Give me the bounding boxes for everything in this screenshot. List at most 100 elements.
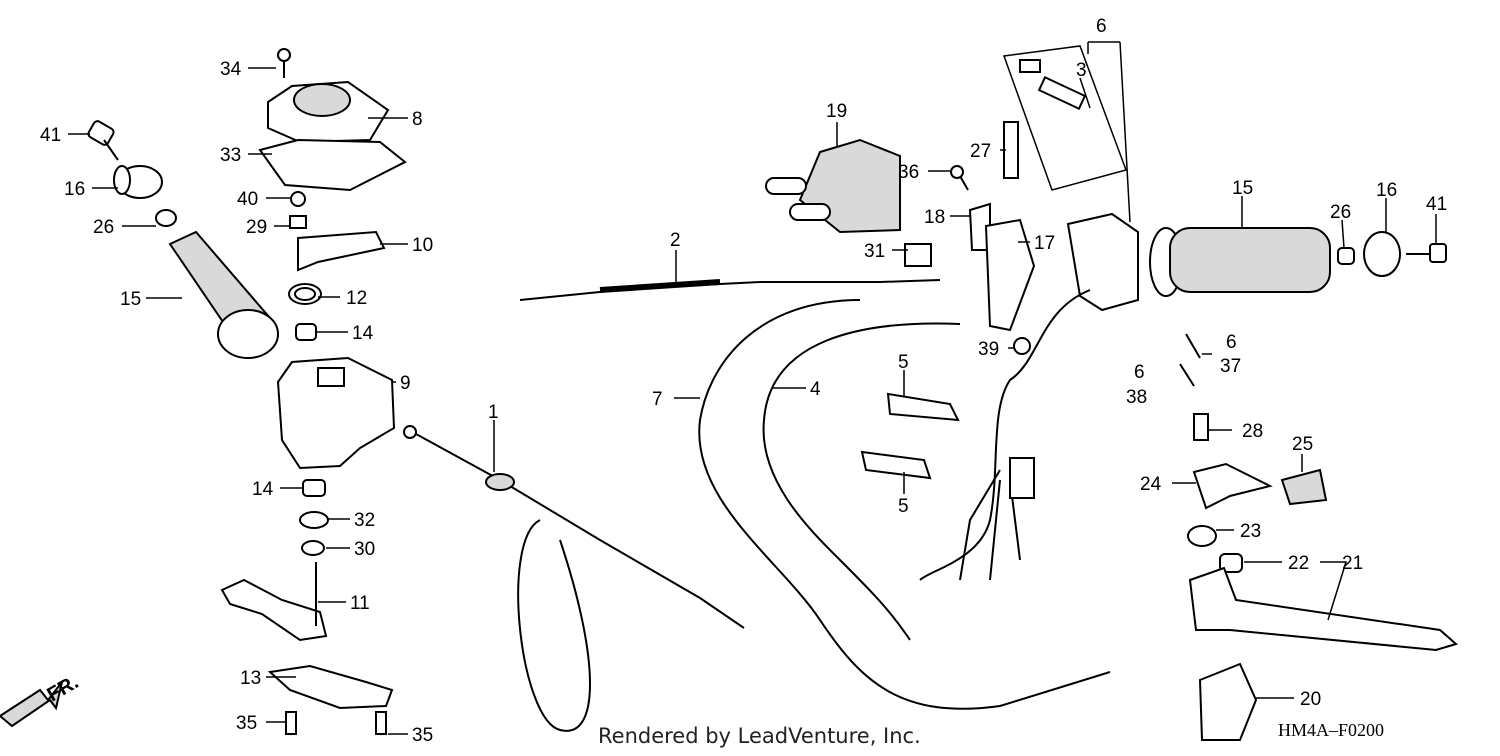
callout-15-left: 15	[120, 289, 141, 310]
callout-41-left: 41	[40, 125, 61, 146]
clip-29	[289, 215, 307, 229]
callout-35a: 35	[236, 713, 257, 734]
thumb-lever-11	[220, 562, 328, 642]
callout-14b: 14	[252, 479, 274, 500]
callout-5b: 5	[898, 496, 909, 517]
cap-25	[1280, 468, 1328, 506]
callout-37: 37	[1220, 356, 1241, 377]
bracket-24	[1192, 462, 1273, 510]
callout-8: 8	[412, 109, 423, 130]
callout-34: 34	[220, 59, 242, 80]
bolt-41-left	[87, 120, 119, 161]
washer-30	[301, 540, 325, 556]
callout-6a: 6	[1096, 16, 1107, 37]
gasket-33	[258, 138, 407, 192]
callout-10: 10	[412, 235, 433, 256]
collar-14b	[302, 479, 326, 497]
bracket-17	[984, 218, 1036, 332]
callout-5a: 5	[898, 352, 909, 373]
clip-31	[904, 243, 932, 267]
switch-housing-6	[1066, 212, 1139, 312]
callout-28: 28	[1242, 421, 1263, 442]
callout-21: 21	[1342, 553, 1363, 574]
bolt-41-right	[1406, 243, 1447, 263]
callout-3: 3	[1076, 60, 1087, 81]
fr-arrow-icon	[0, 681, 63, 728]
brake-lever-21	[1188, 566, 1459, 652]
callout-1: 1	[488, 402, 499, 423]
callout-16-right: 16	[1376, 180, 1397, 201]
callout-11: 11	[350, 593, 370, 614]
spring-12	[288, 283, 322, 305]
spring-23	[1187, 525, 1217, 547]
callout-39: 39	[978, 339, 999, 360]
cable-7	[698, 299, 1111, 710]
screw-38	[1179, 363, 1195, 387]
callouts: 34 8 41 33 16 40 26 29 10 15 12 14 9 1 1…	[40, 16, 1447, 746]
clamp-13	[267, 664, 394, 710]
nut-40	[290, 191, 306, 207]
grip-end-16-left	[113, 165, 163, 199]
callout-27: 27	[970, 141, 991, 162]
callout-12: 12	[346, 288, 367, 309]
callout-26-left: 26	[93, 217, 114, 238]
callout-38: 38	[1126, 387, 1147, 408]
callout-33: 33	[220, 145, 241, 166]
band-5b	[860, 450, 932, 480]
callout-13: 13	[240, 668, 261, 689]
callout-41-right: 41	[1426, 194, 1447, 215]
callout-26-right: 26	[1330, 202, 1351, 223]
housing-9	[276, 356, 417, 470]
switch-cover-19	[765, 138, 901, 234]
callout-15-right: 15	[1232, 178, 1253, 199]
band-5a	[886, 392, 960, 422]
bolt-35a	[285, 711, 297, 735]
screw-36	[950, 165, 969, 191]
callout-31: 31	[864, 241, 885, 262]
callout-29: 29	[246, 217, 267, 238]
callout-30: 30	[354, 539, 375, 560]
callout-2: 2	[670, 230, 681, 251]
callout-16-left: 16	[64, 179, 85, 200]
leader-lines	[68, 41, 1437, 735]
arm-10	[297, 230, 386, 272]
callout-19: 19	[826, 101, 847, 122]
nut-39	[1013, 337, 1031, 355]
callout-6b: 6	[1226, 332, 1237, 353]
callout-7: 7	[652, 389, 663, 410]
throttle-cover-8	[267, 80, 390, 144]
bolt-35b	[375, 711, 387, 735]
grip-15-left	[168, 230, 279, 359]
bolt-28	[1193, 413, 1209, 441]
cable-4	[762, 322, 961, 641]
callout-22: 22	[1288, 553, 1309, 574]
pivot-22	[1219, 553, 1243, 573]
callout-18: 18	[924, 207, 945, 228]
bolt-27	[1003, 121, 1019, 179]
diagram-code: HM4A–F0200	[1278, 720, 1385, 740]
callout-35b: 35	[412, 725, 433, 746]
callout-17: 17	[1034, 233, 1055, 254]
credit-text: Rendered by LeadVenture, Inc.	[598, 724, 921, 748]
callout-9: 9	[400, 373, 411, 394]
switch-kit-3	[1002, 45, 1127, 191]
callout-24: 24	[1140, 474, 1162, 495]
callout-14a: 14	[352, 323, 374, 344]
grip-15-right	[1149, 227, 1331, 297]
callout-6c: 6	[1134, 362, 1145, 383]
collar-26-left	[155, 209, 177, 227]
callout-36: 36	[898, 162, 919, 183]
throttle-cable-1	[415, 433, 745, 732]
wire-harness	[919, 289, 1091, 581]
screw-37	[1185, 333, 1201, 359]
callout-4: 4	[810, 379, 821, 400]
seal-32	[299, 511, 329, 529]
callout-32: 32	[354, 510, 375, 531]
holder-20	[1198, 662, 1258, 741]
callout-40: 40	[237, 189, 258, 210]
cable-2	[519, 279, 941, 301]
collar-14a	[295, 323, 317, 341]
callout-20: 20	[1300, 689, 1321, 710]
collar-26-right	[1337, 247, 1355, 265]
